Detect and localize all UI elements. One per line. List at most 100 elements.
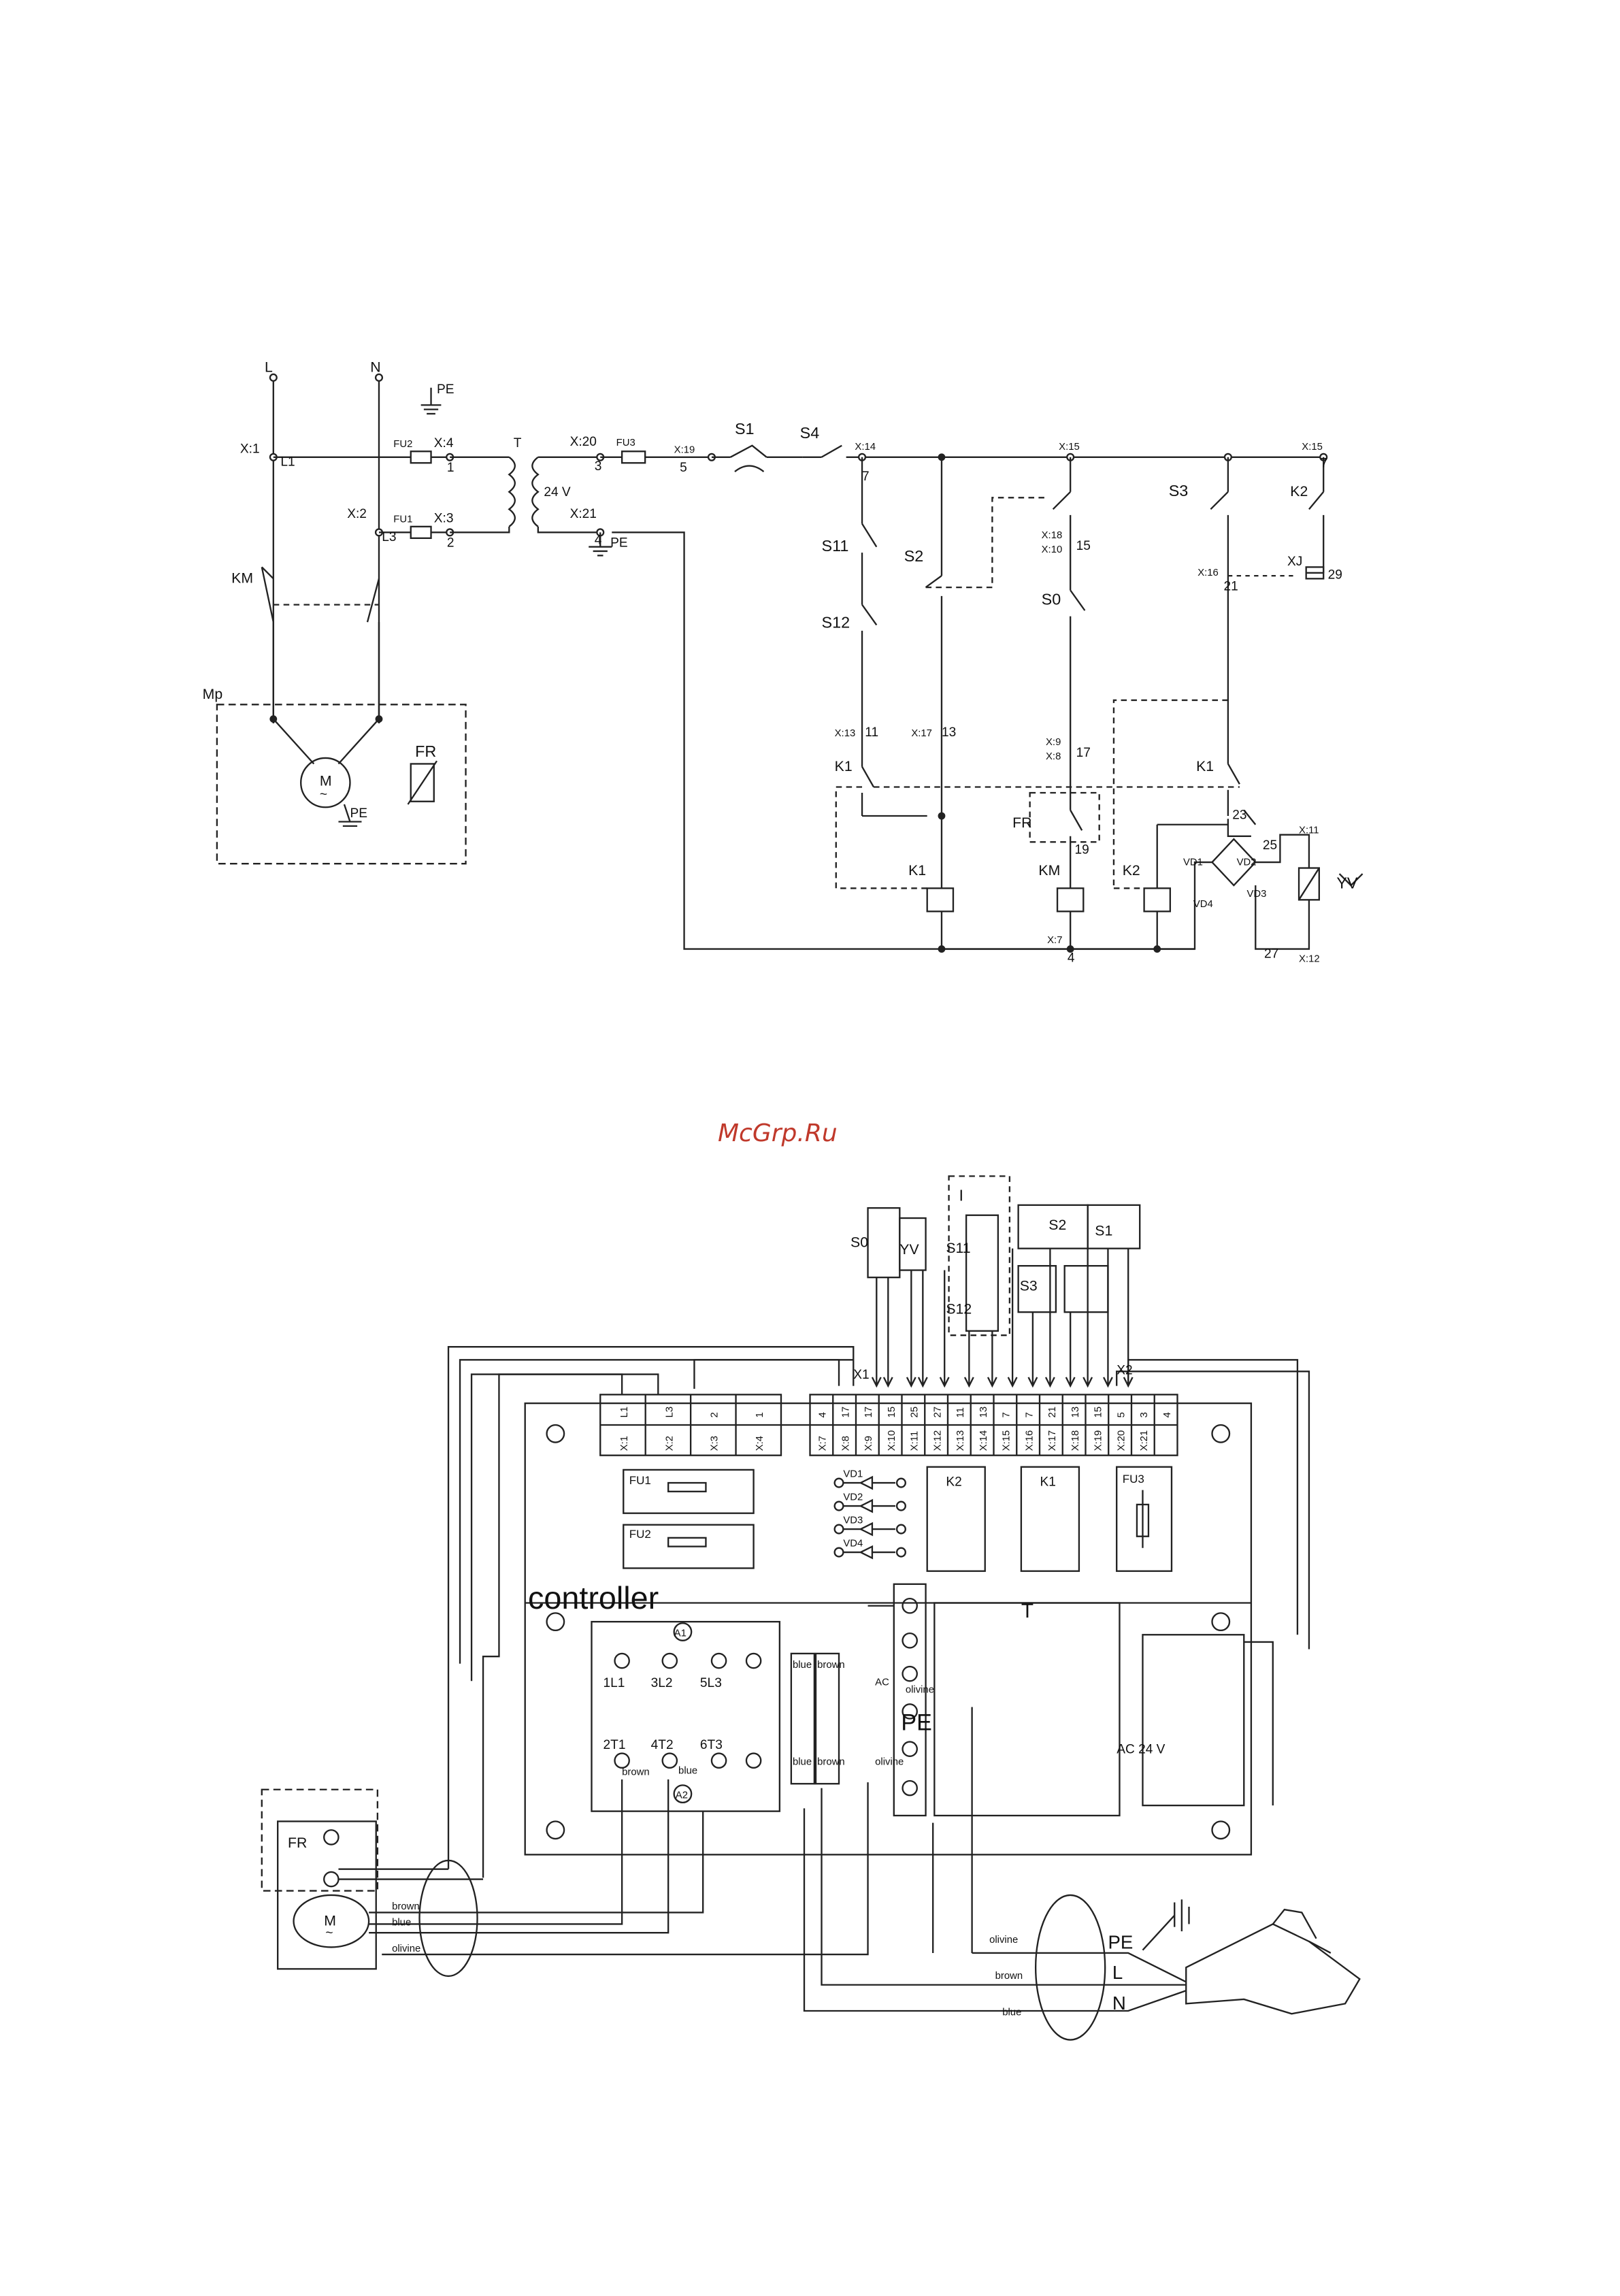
watermark: McGrp.Ru (718, 1119, 838, 1147)
label-3: 3 (595, 459, 602, 474)
strip-right-bottom-label: X:19 (1093, 1430, 1104, 1452)
label-M: M (320, 772, 332, 789)
strip-right-top-label: 13 (1070, 1407, 1081, 1418)
label-S3-w: S3 (1020, 1277, 1038, 1294)
label-X1-strip: X1 (853, 1368, 869, 1382)
strip-right-bottom-label: X:13 (955, 1430, 966, 1452)
label-VD1: VD1 (1183, 857, 1203, 868)
label-K2c: K2 (1123, 862, 1140, 879)
label-brown2: brown (817, 1757, 845, 1768)
label-19: 19 (1075, 842, 1089, 857)
label-T: T (514, 436, 522, 450)
label-XJ: XJ (1287, 555, 1302, 569)
label-FR2: FR (1012, 815, 1031, 831)
label-4: 4 (595, 533, 602, 547)
label-X15a: X:15 (1059, 442, 1080, 453)
label-PE-sec: PE (610, 536, 628, 551)
strip-right-top-label: 27 (932, 1407, 943, 1418)
strip-right-top-label: 5 (1116, 1412, 1127, 1417)
label-I: I (959, 1186, 963, 1204)
label-AC24: AC 24 V (1117, 1743, 1165, 1757)
label-YV-w: YV (899, 1241, 919, 1258)
label-FR-w: FR (288, 1835, 307, 1851)
label-A1: A1 (674, 1628, 687, 1639)
label-11: 11 (865, 725, 878, 740)
label-4b: 4 (1068, 951, 1075, 966)
strip-right-top-label: 13 (978, 1407, 989, 1418)
label-brown-c: brown (622, 1767, 650, 1777)
strip-right-bottom-label: X:7 (818, 1436, 829, 1451)
label-S0: S0 (1042, 591, 1061, 608)
label-6T3: 6T3 (700, 1738, 723, 1752)
label-K2: K2 (1290, 483, 1308, 499)
label-PE-w: PE (901, 1710, 931, 1736)
label-S12-w: S12 (946, 1300, 972, 1317)
label-7a: 7 (862, 470, 870, 484)
label-5L3: 5L3 (700, 1676, 722, 1690)
label-X20: X:20 (570, 435, 597, 449)
strip-right-top-label: 17 (863, 1407, 874, 1418)
label-FU3-w: FU3 (1123, 1473, 1144, 1486)
wire-arrow (906, 1377, 916, 1388)
label-X3: X:3 (434, 511, 454, 525)
label-X16: X:16 (1197, 568, 1219, 578)
strip-right-bottom-label: X:9 (863, 1436, 874, 1451)
label-1L1: 1L1 (604, 1676, 625, 1690)
label-PE-motor: PE (350, 806, 367, 821)
label-K1a: K1 (835, 758, 853, 774)
wire-arrow (1044, 1377, 1055, 1388)
label-X4: X:4 (434, 436, 454, 450)
label-2T1: 2T1 (604, 1738, 626, 1752)
label-blue-c: blue (678, 1765, 697, 1776)
wire-arrow (1065, 1377, 1076, 1388)
label-tilde-w: ~ (325, 1926, 333, 1941)
wire-arrow (939, 1377, 950, 1388)
wire-arrow (1103, 1377, 1113, 1388)
label-olivine1: olivine (906, 1684, 934, 1695)
strip-right-top-label: 7 (1002, 1412, 1012, 1417)
label-K1-w: K1 (1040, 1475, 1056, 1489)
label-VD4: VD4 (1193, 899, 1213, 910)
label-25: 25 (1263, 838, 1277, 853)
label-FU1-w: FU1 (629, 1474, 651, 1487)
strip-left-bottom-label: X:1 (619, 1436, 630, 1451)
label-PE-top: PE (437, 382, 454, 397)
label-2: 2 (447, 536, 454, 551)
label-Mp: Mp (203, 686, 223, 702)
label-K2-w: K2 (946, 1475, 961, 1489)
label-VD3: VD3 (1247, 889, 1267, 900)
label-L: L (265, 359, 273, 375)
label-4T2: 4T2 (651, 1738, 674, 1752)
strip-right-bottom-label: X:10 (887, 1430, 897, 1452)
label-blue-m: blue (392, 1918, 411, 1929)
strip-right-top-label: 21 (1047, 1407, 1058, 1418)
label-olivine-p: olivine (989, 1935, 1018, 1946)
label-29: 29 (1328, 568, 1342, 582)
strip-right-top-label: 15 (1093, 1407, 1104, 1418)
label-A2: A2 (676, 1790, 688, 1801)
wire-arrow (882, 1377, 893, 1388)
label-PE-p: PE (1108, 1932, 1133, 1953)
strip-right-top-label: 17 (841, 1407, 852, 1418)
label-S2-w: S2 (1048, 1217, 1066, 1233)
strip-right-bottom-label: X:11 (910, 1431, 921, 1452)
strip-right-top-label: 25 (910, 1407, 921, 1418)
strip-right-bottom-label: X:16 (1024, 1430, 1035, 1452)
label-15: 15 (1076, 539, 1091, 553)
label-tilde: ~ (320, 787, 327, 802)
label-S12: S12 (822, 614, 850, 632)
strip-right-top-label: 4 (818, 1412, 829, 1417)
label-S0-w: S0 (850, 1234, 868, 1251)
strip-right-top-label: 11 (955, 1407, 966, 1417)
label-AC: AC (875, 1677, 889, 1688)
strip-left-top-label: L1 (619, 1407, 630, 1418)
label-X7: X:7 (1047, 935, 1062, 946)
label-X15b: X:15 (1302, 442, 1323, 453)
label-X2: X:2 (347, 507, 367, 521)
label-17: 17 (1076, 746, 1091, 760)
label-L3: L3 (382, 530, 396, 544)
label-VD2-w: VD2 (843, 1492, 863, 1503)
label-brown-p: brown (995, 1971, 1023, 1982)
strip-right-bottom-label: X:21 (1139, 1430, 1150, 1452)
